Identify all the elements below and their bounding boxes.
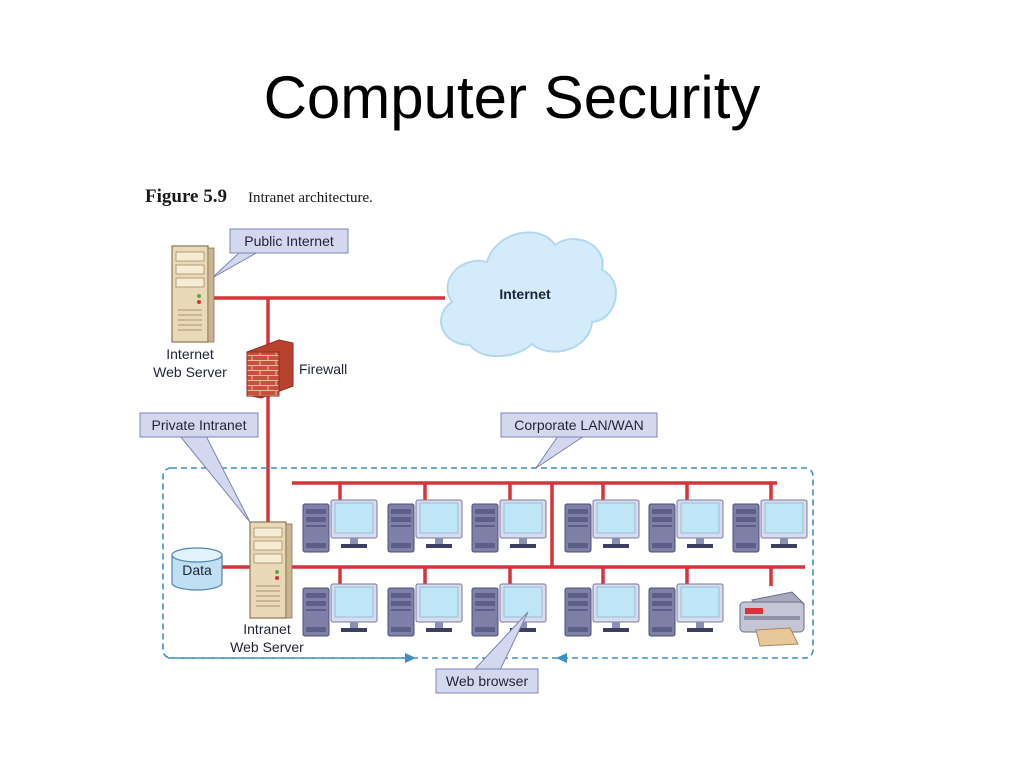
corporate-lan-callout: Corporate LAN/WAN [500,412,658,469]
public-internet-label: Public Internet [244,233,334,249]
lan-boundary [162,467,814,663]
desktop-computer-icon [648,583,724,637]
intranet-web-server-label-line1: Intranet [243,621,291,637]
desktop-computer-icon [471,499,547,553]
network-lines [210,296,805,586]
internet-web-server: Internet Web Server [153,245,227,380]
data-label: Data [182,562,212,578]
private-intranet-callout: Private Intranet [139,412,259,523]
firewall: Firewall [246,339,347,399]
desktop-computer-icon [471,583,547,637]
data-store: Data [171,547,223,591]
web-browser-callout: Web browser [435,611,539,694]
private-intranet-label: Private Intranet [152,417,247,433]
slide-title: Computer Security [263,64,761,131]
server-tower-icon [249,521,293,619]
desktop-computer-icon [387,499,463,553]
internet-web-server-label-line1: Internet [166,346,214,362]
corporate-lan-label: Corporate LAN/WAN [514,417,643,433]
intranet-web-server-label-line2: Web Server [230,639,304,655]
firewall-label: Firewall [299,361,347,377]
public-internet-callout: Public Internet [211,228,349,279]
desktop-computer-icon [564,499,640,553]
desktop-computer-icon [648,499,724,553]
desktop-computer-icon [387,583,463,637]
web-browser-label: Web browser [446,673,529,689]
server-tower-icon [171,245,215,343]
figure-caption: Intranet architecture. [248,190,373,206]
internet-web-server-label-line2: Web Server [153,364,227,380]
cloud-icon [440,231,617,358]
printer-icon [739,591,806,647]
desktop-computer-icon [302,583,378,637]
internet-cloud: Internet [440,231,617,358]
internet-label: Internet [499,286,551,302]
desktop-computer-icon [732,499,808,553]
database-cylinder-icon [171,547,223,591]
brick-wall-icon [246,351,280,397]
figure-number: Figure 5.9 [145,186,227,207]
workstations-top-row [302,499,808,553]
desktop-computer-icon [564,583,640,637]
intranet-web-server: Intranet Web Server [230,521,304,655]
desktop-computer-icon [302,499,378,553]
